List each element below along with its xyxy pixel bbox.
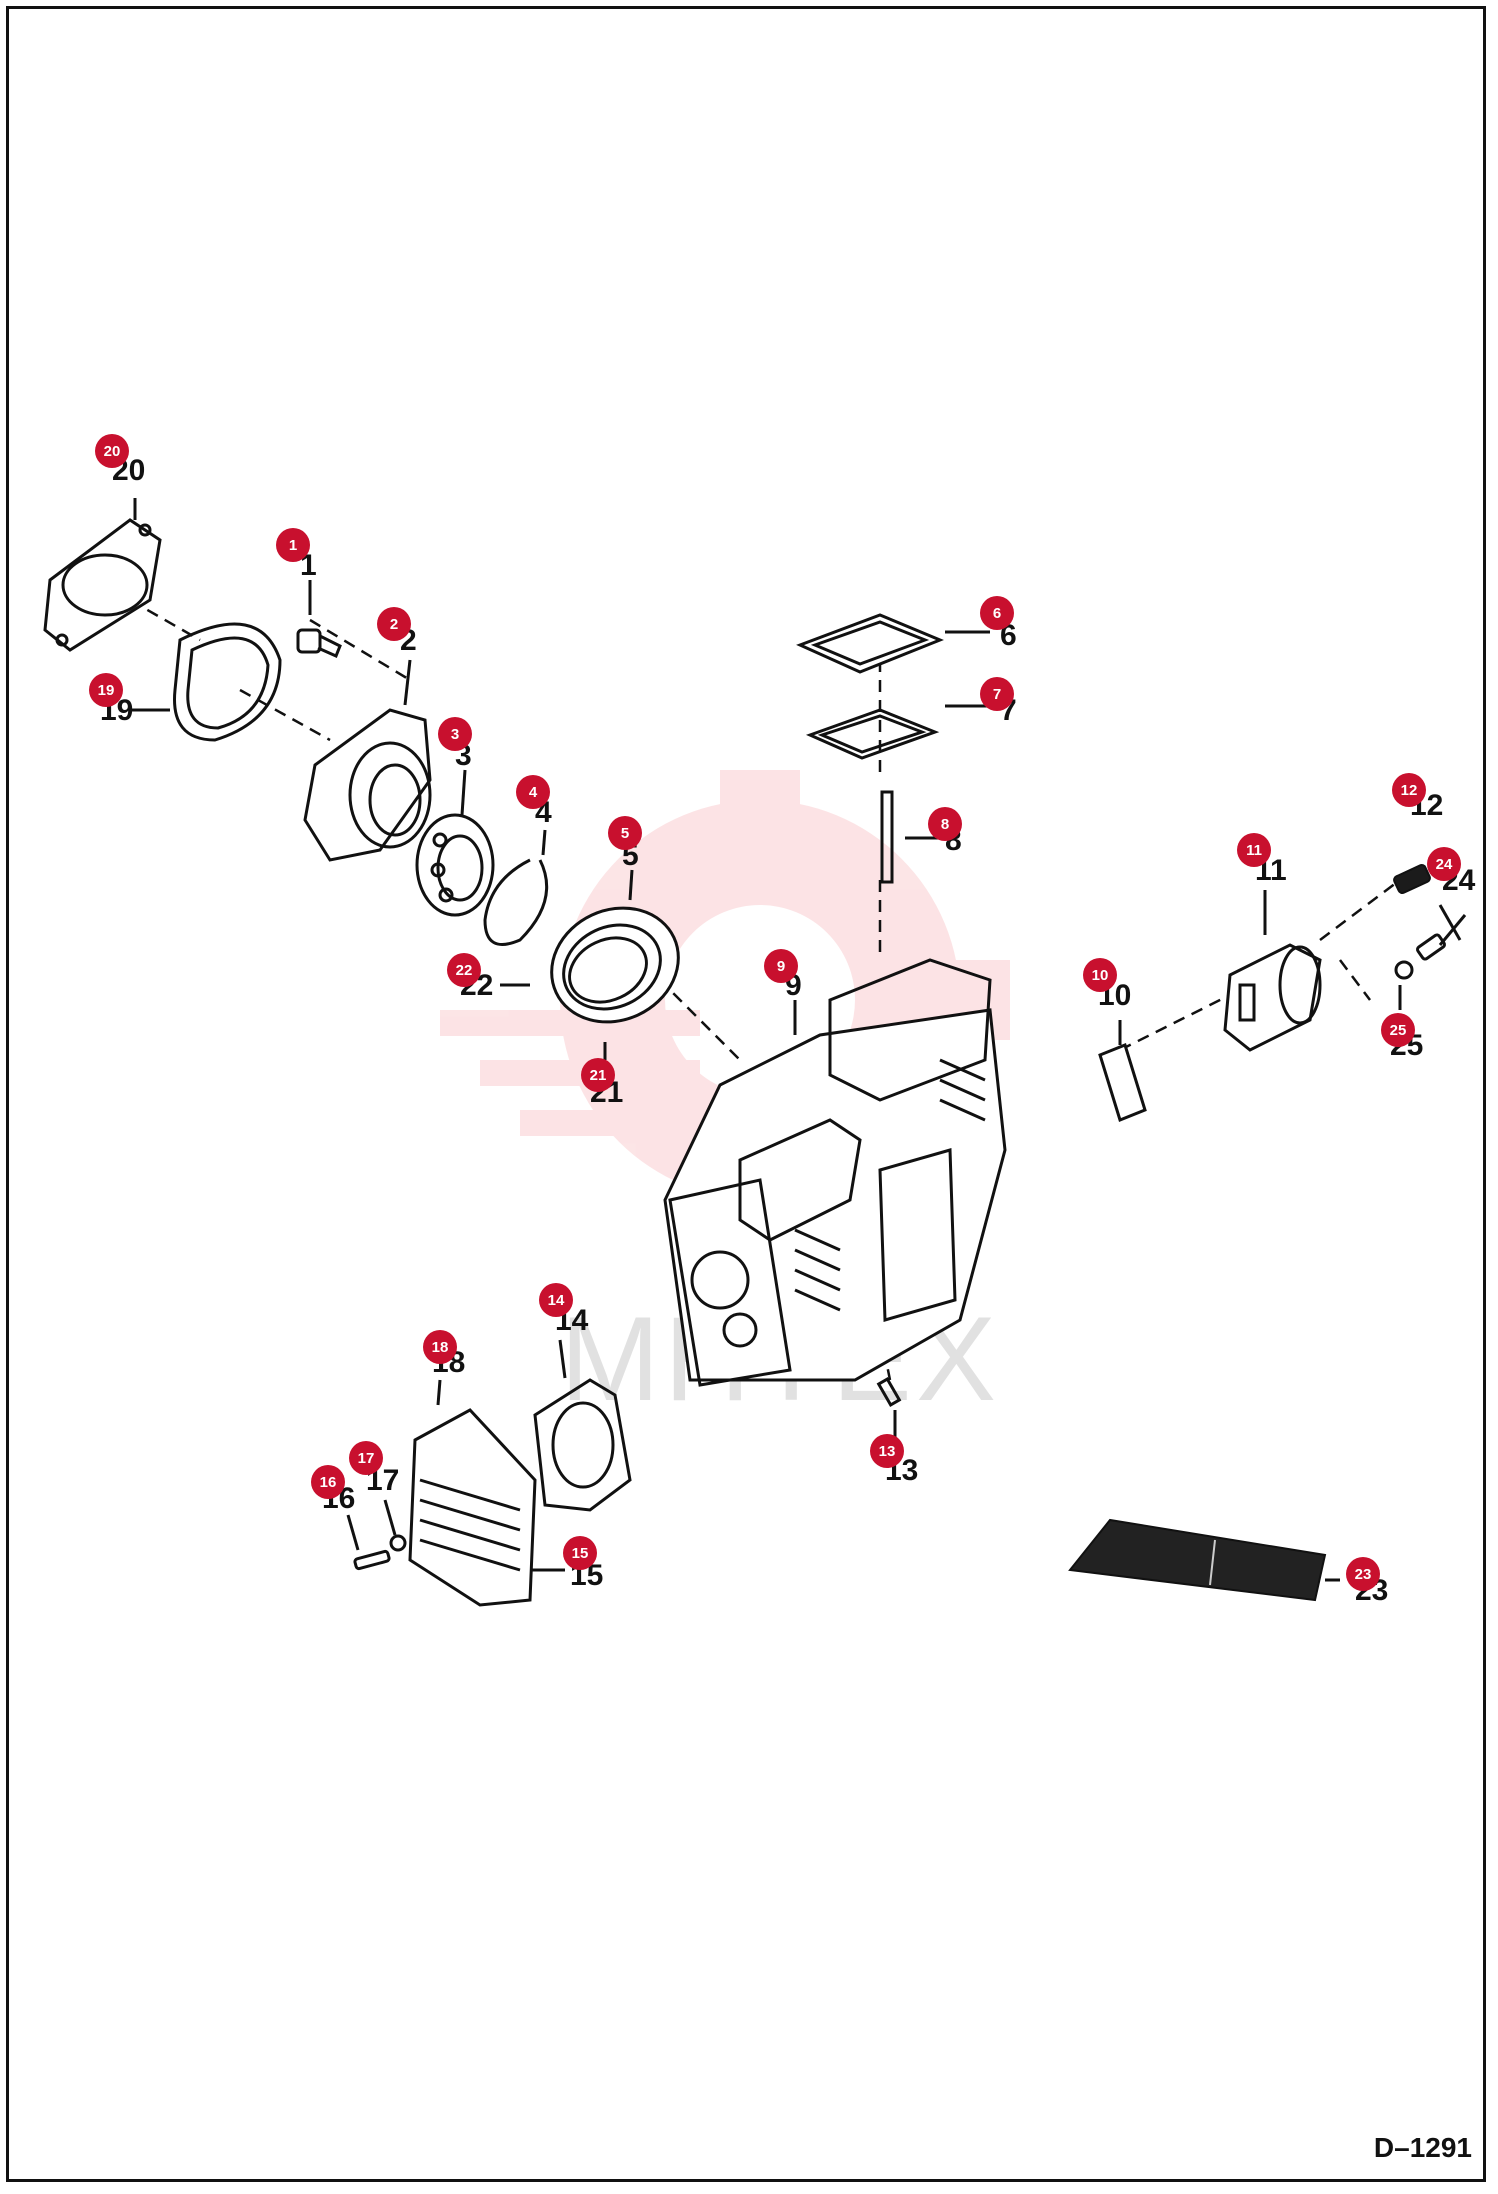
part-18-cylinder-head: [408, 1408, 537, 1607]
svg-text:12: 12: [1401, 782, 1418, 799]
svg-text:17: 17: [358, 1450, 375, 1467]
svg-text:20: 20: [104, 443, 121, 460]
svg-text:2: 2: [390, 616, 398, 633]
part-13-dowel-pin: [876, 1377, 902, 1407]
svg-text:19: 19: [98, 682, 115, 699]
svg-text:5: 5: [621, 825, 629, 842]
part-19-gasket: [173, 622, 282, 742]
drawing-number: D–1291: [1373, 2132, 1472, 2163]
callout-3[interactable]: 3: [438, 717, 472, 751]
svg-text:10: 10: [1092, 967, 1109, 984]
svg-text:6: 6: [993, 605, 1001, 622]
svg-text:16: 16: [320, 1474, 337, 1491]
callout-badges: 20 1 2 19 3 4 5 6 7 8 9 22 21 10 11 12 2…: [89, 434, 1461, 1591]
callout-16[interactable]: 16: [311, 1465, 345, 1499]
part-10-cover-plate: [1098, 1043, 1147, 1122]
callout-6[interactable]: 6: [980, 596, 1014, 630]
part-12-fitting: [1393, 863, 1431, 895]
callout-1[interactable]: 1: [276, 528, 310, 562]
callout-10[interactable]: 10: [1083, 958, 1117, 992]
part-4-snap-ring: [483, 858, 549, 946]
svg-text:3: 3: [451, 726, 459, 743]
part-8-stud: [880, 790, 894, 884]
part-14-gasket: [533, 1378, 632, 1512]
part-16-bolt: [353, 1549, 391, 1571]
callout-7[interactable]: 7: [980, 677, 1014, 711]
part-24-screw: [1416, 933, 1446, 961]
callout-2[interactable]: 2: [377, 607, 411, 641]
callout-25[interactable]: 25: [1381, 1013, 1415, 1047]
svg-text:21: 21: [590, 1067, 607, 1084]
part-5-seal: [550, 906, 680, 1024]
svg-text:11: 11: [1246, 842, 1262, 859]
callout-17[interactable]: 17: [349, 1441, 383, 1475]
callout-12[interactable]: 12: [1392, 773, 1426, 807]
part-23-mat: [1068, 1518, 1327, 1602]
part-3-bearing: [415, 813, 495, 917]
callout-23[interactable]: 23: [1346, 1557, 1380, 1591]
callout-20[interactable]: 20: [95, 434, 129, 468]
callout-9[interactable]: 9: [764, 949, 798, 983]
callout-15[interactable]: 15: [563, 1536, 597, 1570]
leader-lines: [130, 498, 1467, 1582]
svg-text:13: 13: [879, 1443, 896, 1460]
svg-text:24: 24: [1436, 856, 1453, 873]
svg-text:7: 7: [993, 686, 1001, 703]
callout-8[interactable]: 8: [928, 807, 962, 841]
callout-11[interactable]: 11: [1237, 833, 1271, 867]
callout-4[interactable]: 4: [516, 775, 550, 809]
callout-18[interactable]: 18: [423, 1330, 457, 1364]
part-17-washer: [389, 1534, 407, 1552]
part-20-end-cover: [43, 518, 162, 652]
part-7-gasket: [805, 708, 940, 760]
part-2-housing: [303, 708, 432, 862]
part-6-cover-plate: [796, 613, 944, 674]
part-11-pump: [1223, 943, 1322, 1052]
svg-text:18: 18: [432, 1339, 449, 1356]
svg-text:1: 1: [289, 537, 297, 554]
callout-19[interactable]: 19: [89, 673, 123, 707]
svg-text:14: 14: [548, 1292, 565, 1309]
svg-text:15: 15: [572, 1545, 589, 1562]
part-9-crankcase: [663, 958, 1007, 1387]
callout-13[interactable]: 13: [870, 1434, 904, 1468]
svg-text:9: 9: [777, 958, 785, 975]
callout-22[interactable]: 22: [447, 953, 481, 987]
svg-text:4: 4: [529, 784, 538, 801]
callout-14[interactable]: 14: [539, 1283, 573, 1317]
svg-text:22: 22: [456, 962, 473, 979]
callout-5[interactable]: 5: [608, 816, 642, 850]
callout-24[interactable]: 24: [1427, 847, 1461, 881]
callout-21[interactable]: 21: [581, 1058, 615, 1092]
part-25-nut: [1394, 960, 1414, 980]
svg-text:8: 8: [941, 816, 949, 833]
svg-text:25: 25: [1390, 1022, 1407, 1039]
part-1-bolt: [296, 628, 342, 659]
svg-text:23: 23: [1355, 1566, 1372, 1583]
